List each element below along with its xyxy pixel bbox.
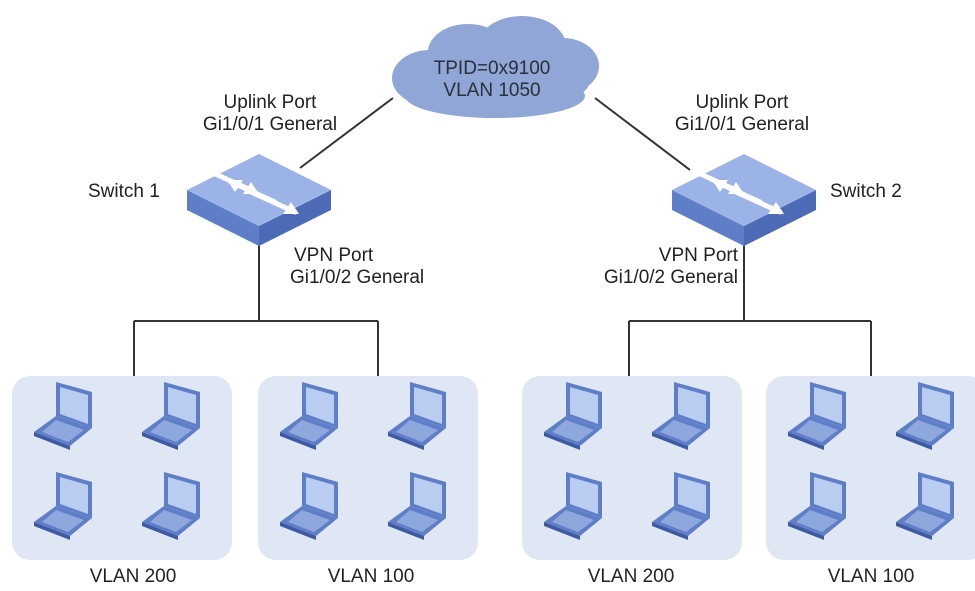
laptop-icon [388, 382, 446, 450]
switch1-uplink-label: Uplink Port Gi1/0/1 General [180, 92, 360, 136]
switch-left-face [672, 190, 744, 246]
switch2-name: Switch 2 [830, 181, 902, 202]
laptop-icon [652, 382, 710, 450]
switch-right-face [259, 190, 331, 246]
group2-label: VLAN 100 [327, 566, 415, 587]
laptop-icon [34, 382, 92, 450]
switch-left-face [187, 190, 259, 246]
vlan-groups [12, 376, 975, 560]
switch2-uplink-port: Gi1/0/1 General [674, 114, 810, 135]
switch1-vpn-label: VPN Port Gi1/0/2 General [290, 245, 424, 289]
vlan-group-4 [766, 376, 975, 560]
switch-2-icon [672, 154, 816, 246]
switch1-name: Switch 1 [88, 181, 160, 202]
cloud-vlan-text: VLAN 1050 [443, 80, 541, 101]
laptop-icon [388, 472, 446, 540]
laptop-icon [142, 382, 200, 450]
cloud-tpid-text: TPID=0x9100 [433, 58, 551, 79]
switch2-vpn-port: Gi1/0/2 General [603, 267, 738, 288]
group3-label: VLAN 200 [587, 566, 675, 587]
switch-arrows-icon [693, 169, 784, 215]
switch-1-icon [187, 154, 331, 246]
laptop-icon [896, 472, 954, 540]
switch1-uplink-port: Gi1/0/1 General [202, 114, 338, 135]
laptop-icon [280, 472, 338, 540]
switch2-vpn-label: VPN Port Gi1/0/2 General [566, 245, 738, 289]
laptop-icon [896, 382, 954, 450]
switch1-vpn-title: VPN Port [294, 245, 374, 266]
switch2-vpn-title: VPN Port [658, 245, 738, 266]
switch2-uplink-title: Uplink Port [695, 92, 789, 113]
laptop-icon [280, 382, 338, 450]
group4-label: VLAN 100 [827, 566, 915, 587]
link-cloud-switch2 [594, 97, 691, 171]
switch-right-face [744, 190, 816, 246]
laptop-icon [544, 472, 602, 540]
laptop-icon [788, 472, 846, 540]
laptop-icon [652, 472, 710, 540]
switch1-vpn-port: Gi1/0/2 General [290, 267, 425, 288]
laptop-icon [788, 382, 846, 450]
group1-label: VLAN 200 [89, 566, 177, 587]
laptop-icon [544, 382, 602, 450]
switch-arrows-icon [208, 169, 299, 215]
cloud-label: TPID=0x9100 VLAN 1050 [412, 58, 572, 102]
laptop-icon [142, 472, 200, 540]
vlan-group-1 [12, 376, 232, 560]
connection-lines [133, 97, 872, 376]
link-switch1-cloud [299, 97, 394, 169]
switch2-uplink-label: Uplink Port Gi1/0/1 General [652, 92, 832, 136]
vlan-group-2 [258, 376, 478, 560]
laptop-icon [34, 472, 92, 540]
switch1-uplink-title: Uplink Port [223, 92, 317, 113]
cloud-icon [392, 16, 599, 118]
vlan-group-3 [522, 376, 742, 560]
